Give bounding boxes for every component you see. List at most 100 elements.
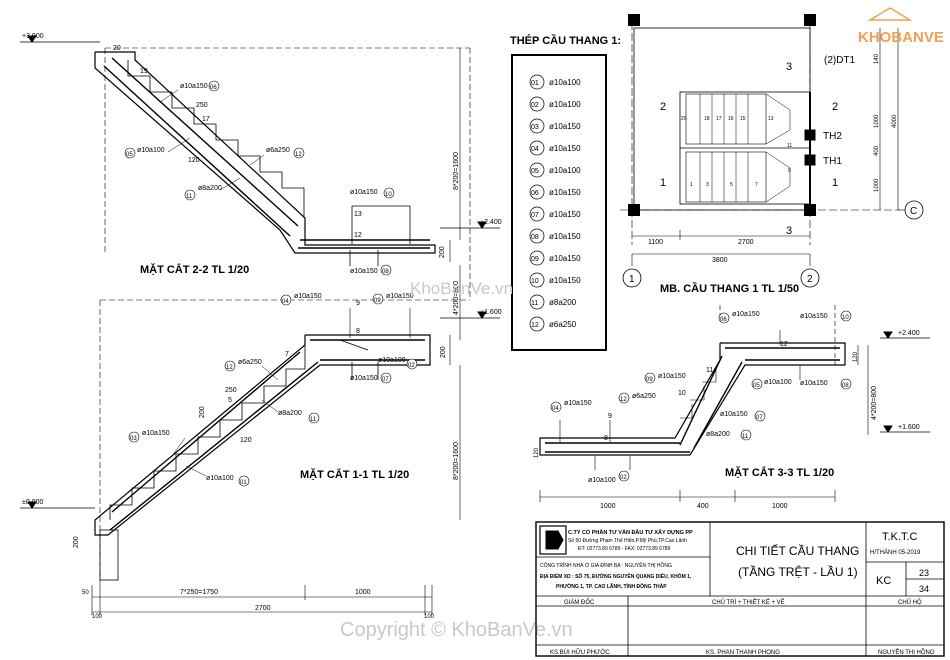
steel-row: 03 ø10a150 bbox=[529, 118, 581, 134]
steel-row-circle bbox=[529, 206, 545, 222]
company-address: Số 50 Đường Phạm Thế Hiển,P.Mỹ Phú,TP.Ca… bbox=[568, 537, 687, 544]
steel-row-num: 02 bbox=[531, 102, 539, 109]
dim-riser-19: 19 bbox=[140, 68, 148, 75]
level-1600-a: +1.600 bbox=[480, 309, 502, 316]
callout-num: 06 bbox=[720, 317, 727, 323]
callout-07-c: ø10a150 07 bbox=[720, 410, 766, 422]
steel-row-label: ø10a100 bbox=[549, 100, 581, 109]
level-2400-b: +2.400 bbox=[898, 330, 920, 337]
callout-label: ø10a150 bbox=[658, 373, 686, 380]
callout-num: 11 bbox=[310, 417, 317, 423]
plan-dim-1000a: 1000 bbox=[874, 114, 880, 128]
steel-row-num: 09 bbox=[531, 256, 539, 263]
bar-mark-5: 5 bbox=[228, 397, 232, 404]
dim-tread: 250 bbox=[196, 102, 208, 109]
level-0: ±0.000 bbox=[22, 499, 43, 506]
dim-tread-11: 250 bbox=[225, 387, 237, 394]
plan-step-9: 9 bbox=[788, 168, 791, 174]
plan-dim-1100: 1100 bbox=[648, 239, 663, 246]
steel-row-num: 12 bbox=[531, 322, 539, 329]
name-designer: KS. PHAN THANH PHONG bbox=[706, 650, 780, 656]
callout-num: 08 bbox=[842, 383, 849, 389]
plan-title: MB. CẦU THANG 1 TL 1/50 bbox=[660, 282, 799, 295]
company-phone: ĐT: 02773.89 6789 - FAX: 02773.89 6789 bbox=[578, 546, 671, 552]
plan-section-2-left: 2 bbox=[660, 101, 666, 113]
title-block-text: C.TY CỔ PHẦN TƯ VẤN ĐẦU TƯ XÂY DỰNG PP S… bbox=[540, 529, 935, 656]
callout-label: ø8a200 bbox=[278, 410, 302, 417]
dim-cover: 20 bbox=[113, 45, 121, 52]
callout-num: 01 bbox=[240, 480, 247, 486]
plan-dim-1000b: 1000 bbox=[874, 178, 880, 192]
callout-num: 12 bbox=[226, 365, 233, 371]
steel-row-circle bbox=[529, 184, 545, 200]
callout-label: ø10a150 bbox=[142, 430, 170, 437]
s33-dim-120: 120 bbox=[853, 351, 859, 362]
section-2-2-callouts: ø10a150 06 05 ø10a100 ø6a250 12 11 ø8a20… bbox=[124, 80, 395, 276]
axis-2: 2 bbox=[807, 274, 813, 285]
steel-row-label: ø10a150 bbox=[549, 122, 581, 131]
plan-section-2-right: 2 bbox=[832, 101, 838, 113]
tktc: T.K.T.C bbox=[882, 531, 918, 543]
steel-row-circle bbox=[529, 228, 545, 244]
drawing-title-2: (TẦNG TRỆT - LẦU 1) bbox=[738, 564, 858, 579]
company-name: C.TY CỔ PHẦN TƯ VẤN ĐẦU TƯ XÂY DỰNG PP bbox=[568, 529, 693, 536]
callout-08-c: ø10a150 08 bbox=[800, 378, 852, 390]
callout-01-b: ø10a100 01 bbox=[185, 465, 250, 487]
callout-label: ø10a150 bbox=[350, 375, 378, 382]
callout-num: 02 bbox=[408, 363, 415, 369]
section-1-1-title: MẶT CẮT 1-1 TL 1/20 bbox=[300, 468, 409, 481]
callout-num: 07 bbox=[756, 415, 763, 421]
callout-num: 12 bbox=[620, 397, 627, 403]
callout-09-b: 09 ø10a150 bbox=[372, 293, 414, 305]
s33-mark-8: 8 bbox=[604, 435, 608, 442]
name-owner: NGUYỄN THỊ HỒNG bbox=[878, 649, 935, 656]
callout-num: 10 bbox=[385, 192, 392, 198]
dim-mid-vert: 4*200=800 bbox=[453, 281, 460, 315]
bar-mark-7: 7 bbox=[285, 351, 289, 358]
callout-label: ø8a200 bbox=[706, 431, 730, 438]
callout-label: ø10a150 bbox=[732, 311, 760, 318]
plan-dim-3800: 3800 bbox=[712, 257, 728, 264]
plan-step-13: 13 bbox=[768, 116, 774, 122]
dim-bottom-100b: 100 bbox=[424, 614, 435, 620]
plan-dim-4000: 4000 bbox=[892, 114, 898, 128]
plan-step-15: 15 bbox=[740, 116, 746, 122]
copyright-watermark: Copyright © KhoBanVe.vn bbox=[340, 619, 573, 641]
plan-step-3: 3 bbox=[706, 182, 709, 188]
plan-dim-400: 400 bbox=[874, 145, 880, 156]
steel-row-circle bbox=[529, 118, 545, 134]
sheet-number: 23 bbox=[919, 568, 929, 578]
callout-num: 11 bbox=[186, 194, 193, 200]
callout-10-c: ø10a150 10 bbox=[800, 310, 852, 322]
callout-06-c: 06 ø10a150 bbox=[718, 311, 760, 324]
name-director: KS.BÙI HỮU PHƯỚC bbox=[550, 649, 610, 656]
callout-06: ø10a150 06 bbox=[159, 80, 220, 103]
dim-bottom-100a: 100 bbox=[92, 614, 103, 620]
role-owner: CHỦ HỘ bbox=[898, 599, 922, 606]
bar-mark-12: 12 bbox=[354, 232, 362, 239]
plan-step-1: 1 bbox=[690, 182, 693, 188]
stair-plan bbox=[620, 14, 924, 288]
section-2-2-title: MẶT CẮT 2-2 TL 1/20 bbox=[140, 263, 249, 276]
callout-04-c: 04 ø10a150 bbox=[550, 400, 592, 413]
dim-landing-11: 200 bbox=[440, 346, 447, 358]
callout-num: 03 bbox=[130, 436, 137, 442]
steel-row-num: 03 bbox=[531, 124, 539, 131]
callout-label: ø10a150 bbox=[386, 293, 414, 300]
callout-04-b: 04 ø10a150 bbox=[280, 293, 322, 306]
s33-mark-10: 10 bbox=[678, 390, 686, 397]
role-designer: CHỦ TRÌ + THIẾT KẾ + VẼ bbox=[712, 599, 785, 606]
plan-step-7: 7 bbox=[755, 182, 758, 188]
callout-12-b: 12 ø6a250 bbox=[224, 359, 279, 381]
callout-num: 09 bbox=[374, 298, 381, 304]
plan-label-th1: TH1 bbox=[823, 156, 842, 167]
s33-dim-1000b: 1000 bbox=[772, 503, 788, 510]
callout-10-a: ø10a150 10 bbox=[350, 187, 395, 199]
callout-num: 12 bbox=[295, 152, 302, 158]
steel-row-label: ø10a100 bbox=[549, 78, 581, 87]
